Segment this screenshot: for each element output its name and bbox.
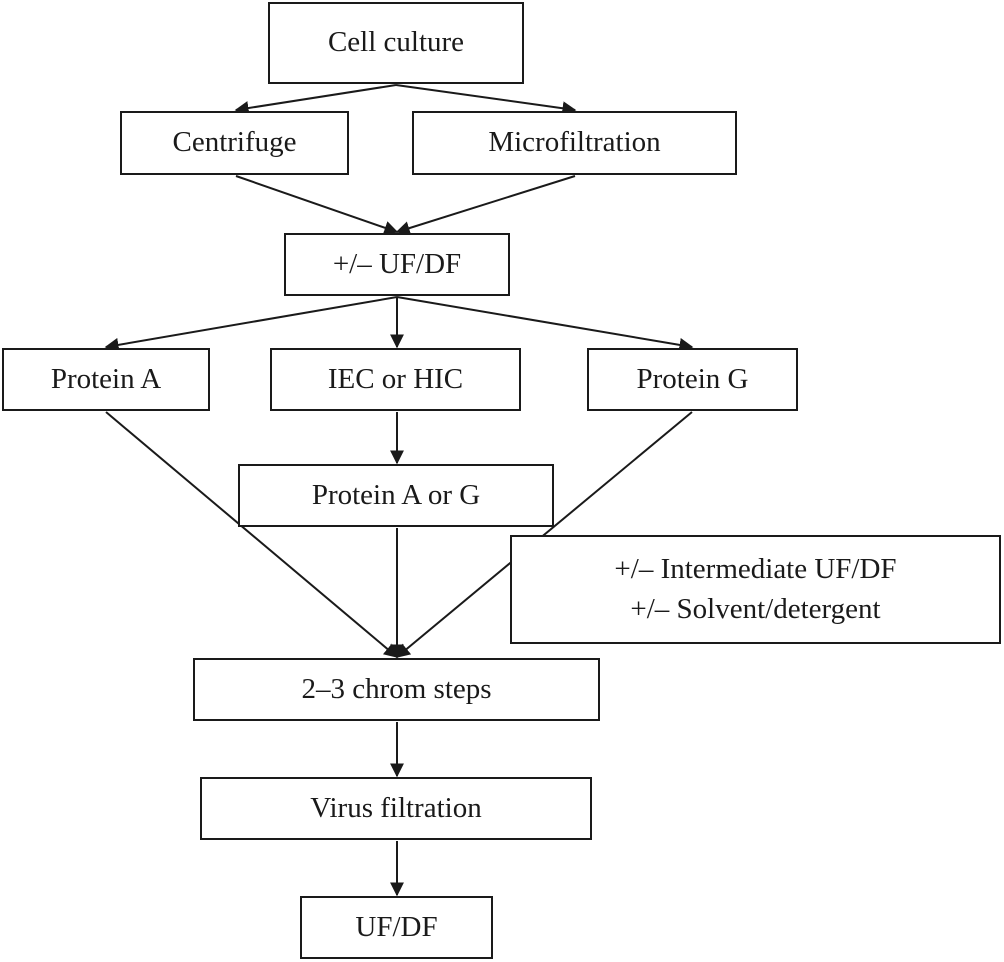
node-iec-or-hic-label: IEC or HIC	[327, 362, 464, 395]
edge-cell-to-microfiltration	[395, 84, 577, 116]
node-protein-g: Protein G	[587, 348, 798, 411]
node-protein-a: Protein A	[2, 348, 210, 411]
node-centrifuge: Centrifuge	[120, 111, 349, 175]
node-microfiltration: Microfiltration	[412, 111, 737, 175]
edge-centrifuge-to-ufdf	[235, 175, 399, 235]
node-optional-uf-df: +/– UF/DF	[284, 233, 510, 296]
node-final-uf-df-label: UF/DF	[355, 910, 438, 943]
node-virus-filtration: Virus filtration	[200, 777, 592, 840]
node-protein-a-label: Protein A	[50, 362, 162, 395]
edge-ufdf-to-protein-a	[104, 296, 398, 352]
edge-ufdf-to-protein-g	[396, 296, 694, 352]
node-optional-uf-df-label: +/– UF/DF	[332, 247, 462, 280]
node-protein-g-label: Protein G	[636, 362, 749, 395]
node-intermediate-steps: +/– Intermediate UF/DF +/– Solvent/deter…	[510, 535, 1001, 644]
node-protein-a-or-g: Protein A or G	[238, 464, 554, 527]
node-intermediate-line-1: +/– Intermediate UF/DF	[614, 553, 897, 586]
edge-protein-a-to-chrom	[105, 411, 399, 658]
edge-cell-to-centrifuge	[234, 84, 397, 115]
node-chrom-steps-label: 2–3 chrom steps	[301, 672, 492, 705]
node-iec-or-hic: IEC or HIC	[270, 348, 521, 411]
edge-protein-g-to-chrom	[395, 411, 693, 658]
node-virus-filtration-label: Virus filtration	[310, 791, 482, 824]
node-chrom-steps: 2–3 chrom steps	[193, 658, 600, 721]
node-protein-a-or-g-label: Protein A or G	[311, 478, 481, 511]
node-microfiltration-label: Microfiltration	[488, 126, 661, 159]
node-intermediate-line-2: +/– Solvent/detergent	[630, 592, 881, 625]
node-final-uf-df: UF/DF	[300, 896, 493, 959]
node-centrifuge-label: Centrifuge	[172, 126, 297, 159]
edge-microfiltration-to-ufdf	[395, 175, 576, 235]
node-cell-culture-label: Cell culture	[327, 26, 465, 59]
node-cell-culture: Cell culture	[268, 2, 524, 84]
